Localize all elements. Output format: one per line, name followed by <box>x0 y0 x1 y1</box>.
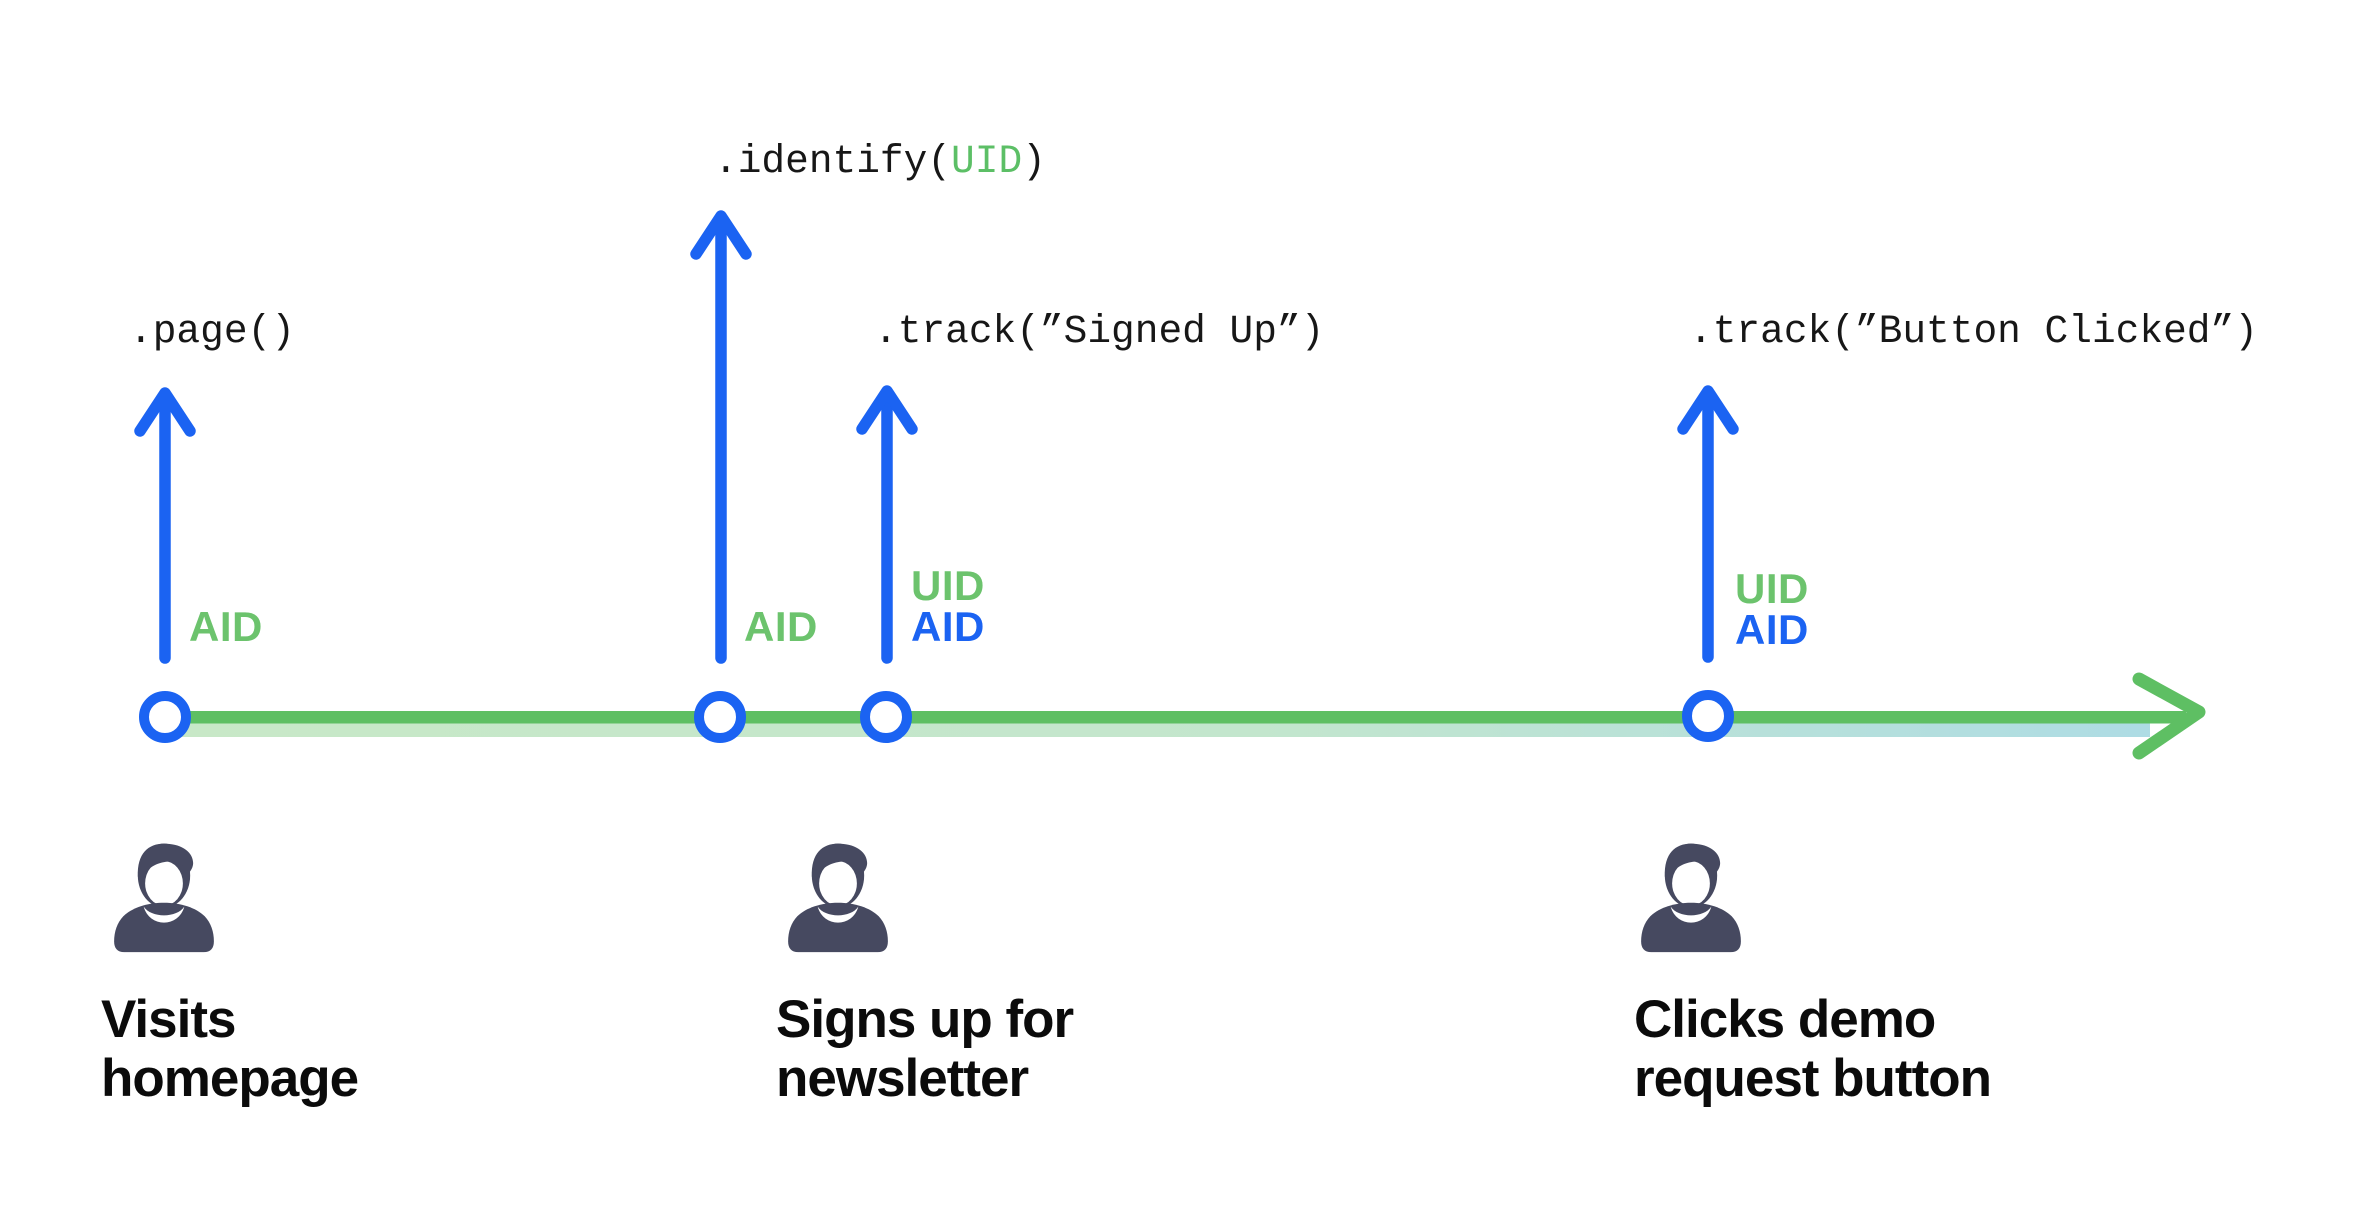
code-label-identify: .identify(UID) <box>714 142 1046 182</box>
caption-line: request button <box>1634 1049 1992 1108</box>
code-text: .identify( <box>714 139 952 184</box>
code-label-page: .page() <box>129 312 295 352</box>
timeline-node-3 <box>860 691 912 743</box>
timeline-node-2 <box>694 691 746 743</box>
code-text: .page() <box>129 309 295 354</box>
timeline-arrowhead-icon <box>2132 672 2206 760</box>
event-arrow-track-signed-up <box>856 385 918 664</box>
moment-caption-signs-up: Signs up for newsletter <box>776 990 1074 1108</box>
caption-line: Signs up for <box>776 990 1074 1049</box>
aid-label: AID <box>189 603 263 650</box>
id-labels-identify: AID <box>744 603 818 650</box>
aid-label: AID <box>744 603 818 650</box>
timeline-node-4 <box>1682 690 1734 742</box>
caption-line: homepage <box>101 1049 359 1108</box>
id-labels-page: AID <box>189 603 263 650</box>
arrow-head-icon <box>856 385 918 435</box>
event-arrow-page <box>134 387 196 664</box>
moment-caption-clicks-demo: Clicks demo request button <box>1634 990 1992 1108</box>
caption-line: Visits <box>101 990 236 1049</box>
event-arrow-track-button-clicked <box>1677 385 1739 663</box>
timeline-glow <box>166 723 2150 737</box>
aid-label: AID <box>1735 606 1809 653</box>
arrow-head-icon <box>134 387 196 437</box>
person-icon <box>114 843 214 953</box>
aid-label: AID <box>911 603 985 650</box>
id-labels-track-button-clicked: UID AID <box>1735 565 1809 653</box>
caption-line: newsletter <box>776 1049 1029 1108</box>
id-labels-track-signed-up: UID AID <box>911 562 985 650</box>
code-text: .track(”Signed Up”) <box>874 309 1325 354</box>
arrow-head-icon <box>1677 385 1739 435</box>
code-label-track-button-clicked: .track(”Button Clicked”) <box>1689 312 2258 352</box>
code-uid-highlight: UID <box>951 139 1023 184</box>
timeline-node-1 <box>139 691 191 743</box>
person-icon <box>1641 843 1741 953</box>
code-text: ) <box>1022 139 1046 184</box>
arrow-head-icon <box>690 210 752 260</box>
uid-label: UID <box>1735 565 1809 612</box>
uid-label: UID <box>911 562 985 609</box>
event-arrow-identify <box>690 210 752 664</box>
timeline-line <box>166 711 2186 724</box>
caption-line: Clicks demo <box>1634 990 1936 1049</box>
code-label-track-signed-up: .track(”Signed Up”) <box>874 312 1324 352</box>
code-text: .track(”Button Clicked”) <box>1689 309 2258 354</box>
person-icon <box>788 843 888 953</box>
moment-caption-visits-homepage: Visits homepage <box>101 990 359 1108</box>
